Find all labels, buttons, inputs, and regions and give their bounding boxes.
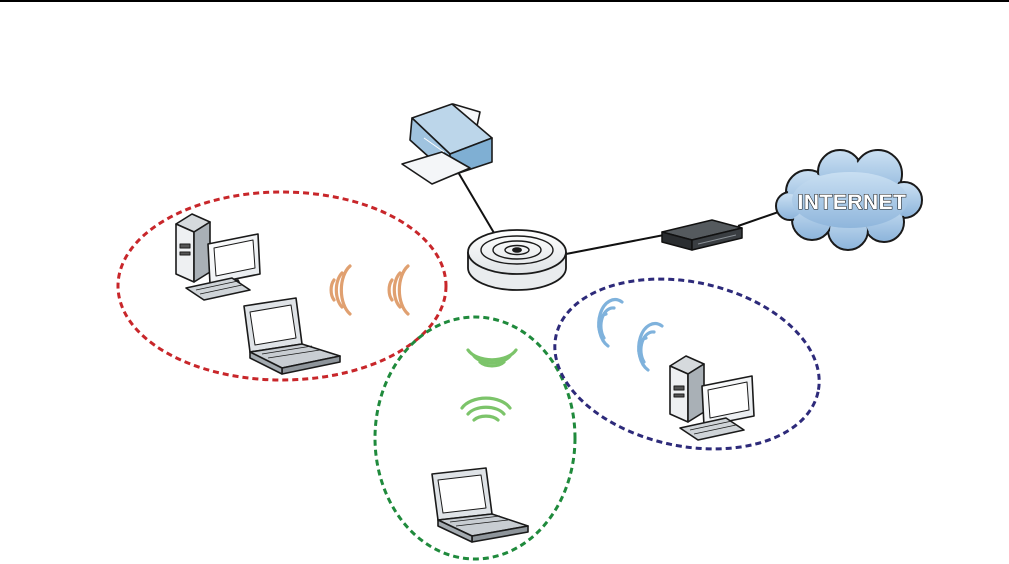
access-point-icon — [468, 230, 566, 290]
ap-modem-link — [566, 235, 664, 254]
modem-icon — [662, 220, 742, 250]
printer-ap-link — [458, 172, 497, 238]
red-laptop-icon — [244, 298, 340, 374]
internet-label: INTERNET — [798, 191, 907, 214]
blue-desktop-icon — [670, 356, 754, 440]
printer-icon — [402, 104, 492, 184]
green-laptop-icon — [432, 468, 528, 542]
blue-signal-waves-icon — [599, 300, 662, 370]
red-desktop-icon — [176, 214, 260, 300]
red-signal-waves-icon — [331, 266, 408, 314]
green-signal-waves-icon — [462, 350, 516, 420]
